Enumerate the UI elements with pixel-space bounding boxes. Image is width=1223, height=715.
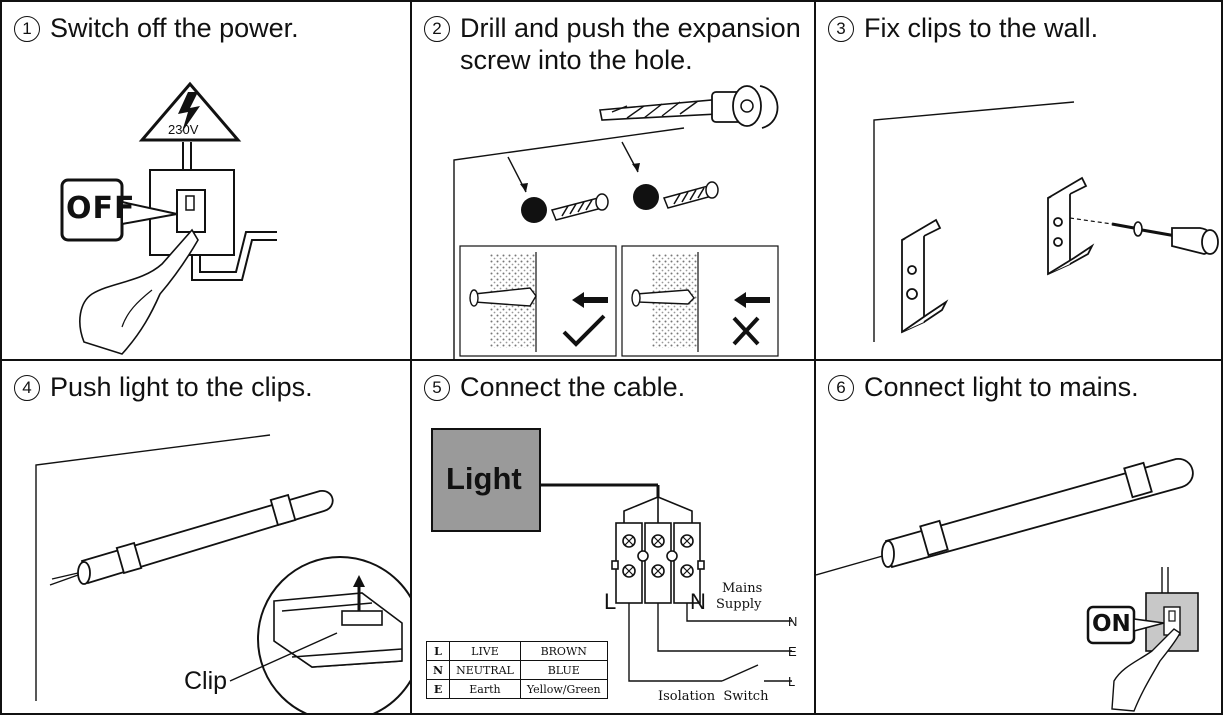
lightning-bolt-icon <box>178 92 200 132</box>
terminal-l-label: L <box>604 589 617 614</box>
hand-icon <box>1111 628 1181 712</box>
step-title: Push light to the clips. <box>50 372 313 402</box>
step-2-header: 2 Drill and push the expansion screw int… <box>424 12 801 76</box>
step-6-header: 6 Connect light to mains. <box>828 371 1139 403</box>
legend-row: L LIVE BROWN <box>425 641 608 661</box>
step-number: 2 <box>424 16 450 42</box>
legend-code: L <box>425 641 451 661</box>
clip-label: Clip <box>184 667 228 695</box>
warning-triangle-icon <box>138 81 242 142</box>
wiring-diagram <box>431 428 792 682</box>
connect-mains-illustration <box>816 458 1199 712</box>
step-1-header: 1 Switch off the power. <box>14 12 299 44</box>
step-number: 3 <box>828 16 854 42</box>
legend-name: LIVE <box>449 641 521 661</box>
legend-name: NEUTRAL <box>449 660 521 680</box>
legend-color: BLUE <box>519 660 608 680</box>
drill-hole <box>521 197 547 223</box>
expansion-screw-icon <box>550 181 719 221</box>
line-e-label: E <box>788 644 797 659</box>
step-5-header: 5 Connect the cable. <box>424 371 685 403</box>
light-label: Light <box>446 461 522 496</box>
terminal-n-label: N <box>690 589 706 614</box>
line-l-label: L <box>788 674 796 689</box>
supply-label: Supply <box>716 597 762 612</box>
wiring-legend: L LIVE BROWN N NEUTRAL BLUE E Earth Yell… <box>425 641 608 699</box>
light-tube-icon <box>77 490 334 585</box>
clips-illustration <box>873 101 1219 342</box>
step-title: Connect light to mains. <box>864 372 1139 402</box>
line-n-label: N <box>788 614 798 629</box>
step-title: Connect the cable. <box>460 372 686 402</box>
legend-code: E <box>425 679 451 699</box>
step-number: 5 <box>424 375 450 401</box>
step-3-panel: 3 Fix clips to the wall. <box>814 0 1223 361</box>
switch-off-illustration <box>60 81 277 355</box>
legend-row: E Earth Yellow/Green <box>425 679 608 699</box>
on-label: ON <box>1092 611 1131 637</box>
step-3-header: 3 Fix clips to the wall. <box>828 12 1098 44</box>
step-2-panel: 2 Drill and push the expansion screw int… <box>410 0 816 361</box>
push-light-illustration <box>35 434 410 713</box>
step-6-panel: 6 Connect light to mains. ON <box>814 359 1223 715</box>
mains-label: Mains <box>722 581 763 596</box>
step-number: 6 <box>828 375 854 401</box>
step-title: Fix clips to the wall. <box>864 13 1099 43</box>
isolation-switch-label: Isolation Switch <box>658 689 769 704</box>
step-title: Drill and push the expansion screw into … <box>460 13 801 75</box>
legend-row: N NEUTRAL BLUE <box>425 660 608 680</box>
step-1-panel: 1 Switch off the power. 230V OFF <box>0 0 412 361</box>
check-icon <box>562 314 606 347</box>
legend-code: N <box>425 660 451 680</box>
cross-icon <box>732 316 760 346</box>
hand-icon <box>79 228 199 355</box>
clip-icon <box>901 218 949 334</box>
light-box <box>431 428 541 532</box>
off-label: OFF <box>66 191 136 226</box>
step-number: 4 <box>14 375 40 401</box>
screwdriver-icon <box>1141 228 1177 238</box>
drill-illustration <box>453 85 779 359</box>
clip-icon <box>1047 176 1095 276</box>
legend-color: Yellow/Green <box>519 679 608 699</box>
light-tube-icon <box>881 458 1194 569</box>
legend-name: Earth <box>449 679 521 699</box>
step-title: Switch off the power. <box>50 13 299 43</box>
step-4-panel: 4 Push light to the clips. Clip <box>0 359 412 715</box>
step-5-panel: 5 Connect the cable. Light L N Mains <box>410 359 816 715</box>
legend-color: BROWN <box>519 641 608 661</box>
voltage-label: 230V <box>168 122 199 137</box>
step-4-header: 4 Push light to the clips. <box>14 371 313 403</box>
isolation-switch <box>721 664 759 682</box>
step-number: 1 <box>14 16 40 42</box>
drill-hole <box>633 184 659 210</box>
